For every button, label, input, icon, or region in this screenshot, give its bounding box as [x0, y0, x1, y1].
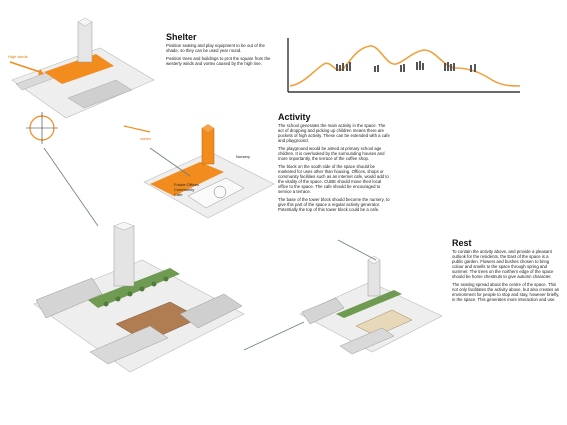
main-left-buildings [35, 277, 103, 319]
activity-orange-zone [150, 162, 224, 196]
activity-play-circle [213, 185, 227, 199]
rest-lower-block [339, 327, 395, 355]
activity-paragraph-4: The base of the tower block should becom… [278, 197, 390, 212]
activity-cafe-label: Cafe [174, 192, 183, 197]
activity-title: Activity [278, 112, 311, 122]
activity-text: The school generates the main activity i… [278, 123, 390, 215]
shelter-paragraph-1: Position seating and play equipment to b… [166, 43, 265, 53]
activity-diagram: Nursery Future Offices Community Cafe [143, 124, 275, 219]
shelter-vortex-label: vortex [140, 136, 151, 141]
rest-green-strip [336, 290, 402, 318]
rest-title: Rest [452, 238, 472, 248]
shelter-wind-arrow [9, 61, 41, 73]
main-lower-block [89, 325, 169, 365]
activity-paragraph-2: The playground would be aimed at primary… [278, 146, 385, 161]
activity-paragraph-3: The block on the south side of the space… [278, 164, 389, 194]
connector-activity-shelter [149, 147, 191, 177]
shelter-shaded-zone [44, 54, 114, 84]
shelter-secondary-arrow [123, 125, 151, 133]
shelter-tower-top [77, 18, 93, 27]
main-green-strip [88, 268, 180, 308]
shelter-site-base [11, 47, 155, 119]
rest-left-buildings [301, 297, 345, 325]
graph-activity-curve [289, 45, 521, 87]
main-site-diagram [33, 222, 245, 373]
rest-text: To contain the activity above, and provi… [452, 249, 560, 305]
connector-shelter-main [43, 147, 99, 227]
activity-tower-top [202, 124, 214, 132]
activity-playground [187, 177, 245, 209]
main-right-block [179, 293, 243, 329]
shelter-paragraph-2: Position trees and buildings to prot the… [166, 56, 271, 66]
graph-people-icons [336, 61, 476, 72]
activity-community-label: Community [174, 187, 194, 192]
shelter-wind-arrow-head [38, 69, 44, 75]
connector-activity-rest [337, 239, 377, 261]
activity-graph [287, 38, 521, 93]
activity-nursery-label: Nursery [236, 154, 250, 159]
activity-site-base [143, 151, 275, 219]
main-trees [103, 276, 169, 307]
connector-main-rest [243, 321, 305, 351]
shelter-text: Position seating and play equipment to b… [166, 43, 274, 69]
activity-paragraph-1: The school generates the main activity i… [278, 123, 390, 143]
rest-tower-top [367, 255, 381, 265]
shelter-diagram: High winds vortex [8, 18, 155, 144]
shelter-title: Shelter [166, 32, 197, 42]
shelter-wind-label: High winds [8, 54, 28, 59]
shelter-lower-block [67, 79, 133, 109]
main-tower-top [113, 222, 135, 231]
rest-paragraph-1: To contain the activity above, and provi… [452, 249, 554, 279]
rest-garden [355, 309, 413, 337]
activity-offices-label: Future Offices [174, 182, 199, 187]
rest-paragraph-2: The seating spread about the centre of t… [452, 282, 560, 302]
rest-diagram [299, 255, 443, 355]
